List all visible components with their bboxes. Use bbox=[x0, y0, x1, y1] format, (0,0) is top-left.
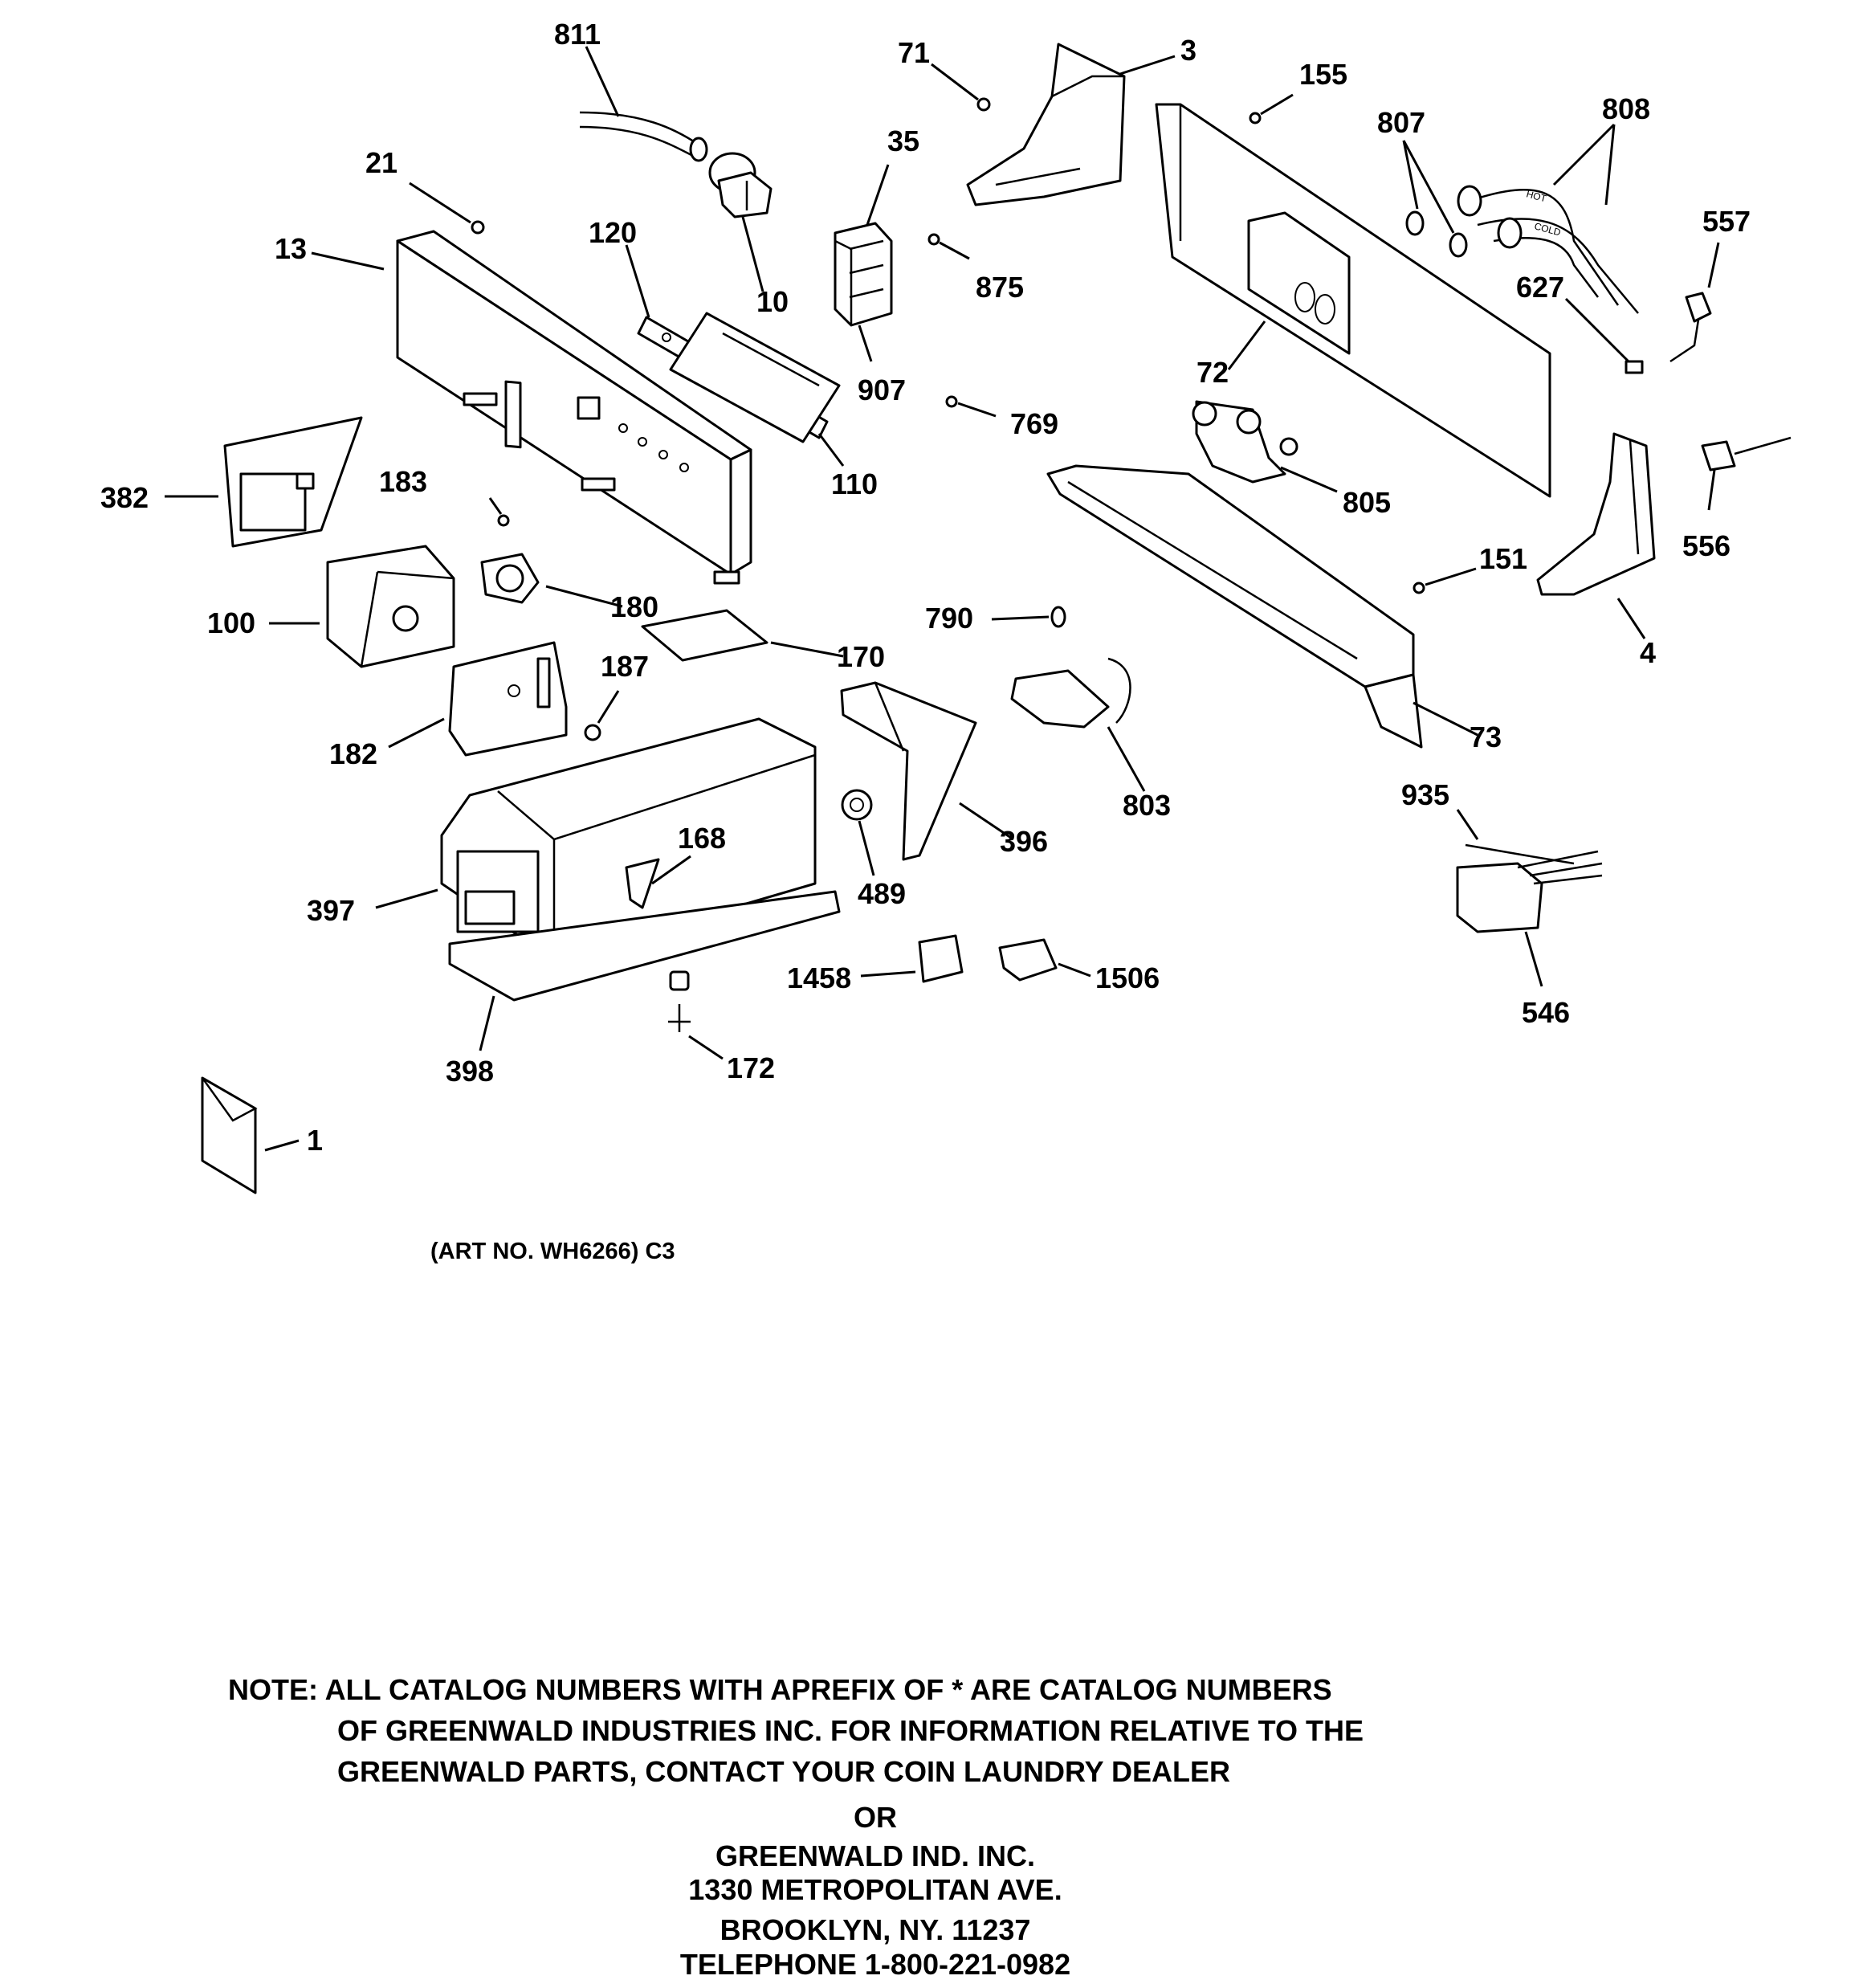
part-label-875: 875 bbox=[976, 271, 1025, 304]
part-label-110: 110 bbox=[831, 467, 879, 500]
part-4-end-cap bbox=[1536, 432, 1656, 596]
part-label-396: 396 bbox=[1000, 825, 1049, 858]
company-name: GREENWALD IND. INC. bbox=[715, 1839, 1035, 1872]
part-label-546: 546 bbox=[1522, 996, 1571, 1029]
part-label-3: 3 bbox=[1180, 34, 1197, 67]
part-label-935: 935 bbox=[1401, 778, 1450, 811]
part-label-811: 811 bbox=[554, 18, 601, 51]
part-396-shield bbox=[840, 681, 977, 861]
part-label-183: 183 bbox=[379, 465, 428, 498]
part-label-187: 187 bbox=[601, 650, 650, 683]
part-label-769: 769 bbox=[1010, 407, 1059, 440]
part-3-end-cap bbox=[966, 43, 1126, 206]
part-label-1: 1 bbox=[307, 1124, 324, 1157]
note-line-1: NOTE: ALL CATALOG NUMBERS WITH APREFIX O… bbox=[228, 1673, 1332, 1706]
part-label-382: 382 bbox=[100, 481, 149, 514]
part-803-duct bbox=[1010, 657, 1131, 729]
part-label-489: 489 bbox=[858, 877, 907, 910]
part-label-73: 73 bbox=[1470, 720, 1502, 753]
part-13-control-panel bbox=[396, 230, 752, 585]
part-397-dispenser-box bbox=[440, 717, 817, 961]
leader-lines bbox=[165, 46, 1720, 1152]
part-935-wire bbox=[1465, 843, 1575, 865]
part-label-398: 398 bbox=[446, 1055, 495, 1088]
part-182-bracket bbox=[448, 641, 568, 757]
part-73-rail bbox=[1046, 464, 1423, 749]
part-382-window bbox=[223, 416, 363, 548]
part-label-172: 172 bbox=[727, 1051, 776, 1084]
company-telephone: TELEPHONE 1-800-221-0982 bbox=[679, 1948, 1071, 1981]
part-label-13: 13 bbox=[275, 232, 308, 265]
part-1458-connector bbox=[918, 934, 964, 983]
part-808-hoses: HOT COLD bbox=[1457, 185, 1639, 314]
company-street: 1330 METROPOLITAN AVE. bbox=[688, 1873, 1062, 1906]
art-number: (ART NO. WH6266) C3 bbox=[430, 1239, 675, 1264]
part-1-manual-envelope bbox=[201, 1076, 258, 1194]
part-627-clip bbox=[1625, 360, 1644, 374]
part-100-timer bbox=[326, 545, 455, 668]
part-label-557: 557 bbox=[1702, 205, 1751, 238]
part-805-water-valve bbox=[1192, 400, 1298, 484]
part-187-screw bbox=[584, 690, 620, 741]
part-489-clamp bbox=[841, 789, 873, 821]
note-line-3: GREENWALD PARTS, CONTACT YOUR COIN LAUND… bbox=[337, 1755, 1231, 1788]
part-811-hose bbox=[579, 111, 708, 162]
part-72-backsplash bbox=[1155, 103, 1551, 498]
part-label-10: 10 bbox=[756, 285, 789, 318]
part-label-155: 155 bbox=[1299, 58, 1348, 91]
part-10-pressure-switch bbox=[708, 152, 773, 218]
part-1506-connector bbox=[998, 938, 1058, 982]
part-155-screw bbox=[1249, 93, 1294, 125]
part-35-switch bbox=[834, 222, 893, 327]
hose-hot-text: HOT bbox=[1525, 188, 1548, 204]
part-label-627: 627 bbox=[1516, 271, 1565, 304]
part-label-907: 907 bbox=[858, 374, 907, 406]
catalog-note: NOTE: ALL CATALOG NUMBERS WITH APREFIX O… bbox=[228, 1669, 1364, 1792]
note-line-2: OF GREENWALD INDUSTRIES INC. FOR INFORMA… bbox=[337, 1714, 1364, 1747]
part-label-808: 808 bbox=[1602, 92, 1651, 125]
part-172-fastener bbox=[668, 970, 691, 1032]
part-label-120: 120 bbox=[589, 216, 638, 249]
part-label-397: 397 bbox=[307, 894, 356, 927]
part-label-1506: 1506 bbox=[1095, 961, 1160, 994]
part-label-182: 182 bbox=[329, 737, 378, 770]
part-label-72: 72 bbox=[1196, 356, 1229, 389]
part-398-base bbox=[448, 890, 841, 1002]
part-180-switch bbox=[480, 553, 540, 604]
part-71-screw bbox=[931, 63, 991, 112]
part-label-556: 556 bbox=[1682, 529, 1731, 562]
part-label-71: 71 bbox=[898, 36, 931, 69]
part-875-screw bbox=[927, 233, 970, 260]
part-556-connector bbox=[1701, 436, 1792, 471]
part-label-35: 35 bbox=[887, 125, 920, 157]
part-183-screw bbox=[488, 497, 510, 527]
part-label-180: 180 bbox=[610, 590, 659, 623]
part-label-805: 805 bbox=[1343, 486, 1392, 519]
part-21-screw bbox=[409, 182, 485, 235]
part-557-plug bbox=[1669, 292, 1712, 363]
part-170-pad bbox=[641, 609, 768, 662]
part-label-170: 170 bbox=[837, 640, 886, 673]
company-city: BROOKLYN, NY. 11237 bbox=[720, 1913, 1031, 1946]
part-label-803: 803 bbox=[1123, 789, 1172, 822]
part-110-board bbox=[669, 312, 841, 443]
part-label-168: 168 bbox=[678, 822, 727, 855]
part-label-807: 807 bbox=[1377, 106, 1426, 139]
part-label-151: 151 bbox=[1479, 542, 1528, 575]
part-label-1458: 1458 bbox=[787, 961, 852, 994]
part-790-clip bbox=[1050, 606, 1066, 628]
part-label-21: 21 bbox=[365, 146, 398, 179]
part-label-100: 100 bbox=[207, 606, 256, 639]
hose-cold-text: COLD bbox=[1533, 220, 1562, 238]
part-label-4: 4 bbox=[1640, 636, 1657, 669]
part-769-screw bbox=[945, 395, 997, 418]
part-807-washers bbox=[1405, 210, 1468, 258]
part-546-terminal-block bbox=[1456, 850, 1603, 933]
part-label-790: 790 bbox=[925, 602, 974, 635]
note-or: OR bbox=[854, 1801, 897, 1834]
part-151-screw bbox=[1413, 567, 1477, 594]
